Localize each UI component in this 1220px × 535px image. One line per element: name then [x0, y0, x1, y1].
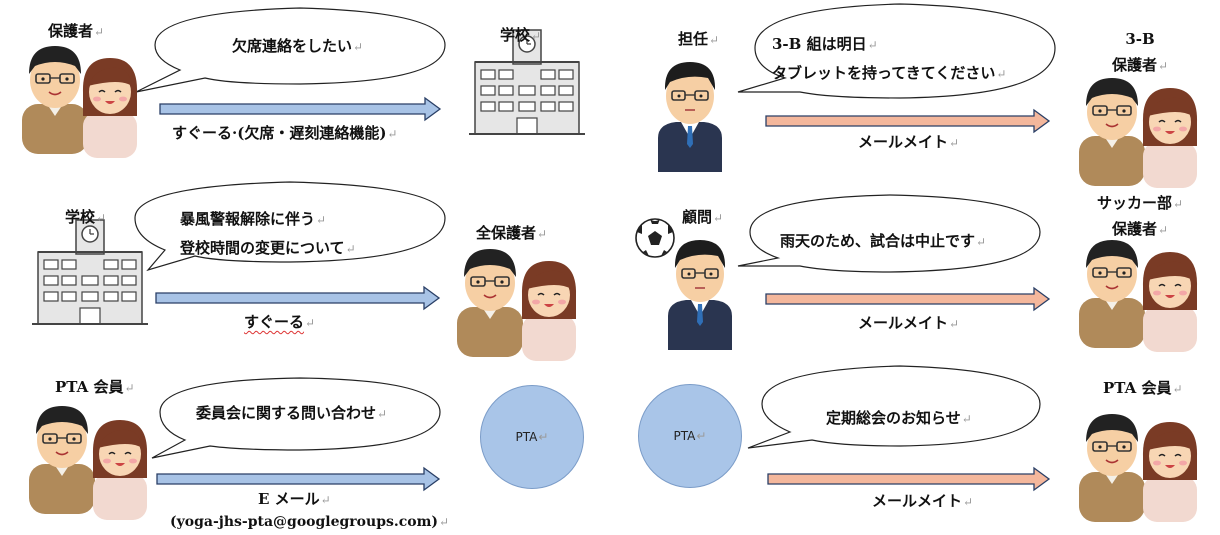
bubble-left-row3 — [151, 377, 441, 459]
receiver-label-left-row2: 全保護者↵ — [476, 224, 548, 242]
arrow-left-row2 — [155, 285, 441, 311]
bubble-right-row3 — [747, 365, 1041, 449]
teacher-illustration-right-row2 — [667, 239, 733, 351]
teacher-illustration-right-row1 — [657, 61, 723, 173]
receiver-label-left-row1: 学校↵ — [500, 26, 542, 44]
parents-illustration-left-row1 — [21, 45, 138, 159]
arrow-left-row3 — [156, 466, 441, 492]
sender-label-right-row1: 担任↵ — [678, 30, 720, 48]
school-illustration-left-row2 — [31, 219, 149, 325]
parents-illustration-right-row3 — [1078, 413, 1198, 523]
soccer-ball-icon — [635, 218, 675, 258]
sender-label-right-row2: 顧問↵ — [682, 208, 724, 226]
arrow-label-left-row2: すぐーる↵ — [244, 313, 316, 331]
arrow-label-right-row3: メールメイト↵ — [872, 492, 974, 510]
sender-label-left-row3: PTA 会員↵ — [55, 378, 135, 396]
parents-illustration-right-row2 — [1078, 239, 1198, 353]
arrow-label-right-row1: メールメイト↵ — [858, 133, 960, 151]
bubble-text-right-row3: 定期総会のお知らせ↵ — [826, 409, 972, 427]
parents-illustration-left-row2 — [456, 248, 577, 362]
bubble-text-right-row1: 3-B 組は明日↵タブレットを持ってきてください↵ — [772, 35, 1007, 82]
bubble-text-left-row3: 委員会に関する問い合わせ↵ — [196, 404, 388, 422]
bubble-text-left-row1: 欠席連絡をしたい↵ — [232, 37, 364, 55]
sender-label-left-row1: 保護者↵ — [48, 22, 105, 40]
arrow-label-right-row2: メールメイト↵ — [858, 314, 960, 332]
receiver-label-right-row2: サッカー部↵保護者↵ — [1096, 194, 1184, 239]
arrow-left-row1 — [159, 96, 442, 122]
bubble-right-row1 — [737, 3, 1056, 99]
arrow-right-row1 — [765, 108, 1051, 134]
bubble-left-row1 — [135, 7, 446, 93]
receiver-label-right-row3: PTA 会員↵ — [1103, 379, 1183, 397]
pta-circle-left: PTA↵ — [480, 385, 584, 489]
email-address: (yoga-jhs-pta@googlegroups.com)↵ — [170, 514, 450, 530]
arrow-right-row3 — [767, 466, 1051, 492]
arrow-label-left-row1: すぐーる·(欠席・遅刻連絡機能)↵ — [172, 124, 398, 142]
parents-illustration-right-row1 — [1078, 77, 1198, 189]
arrow-label-left-row3: E メール↵ — [258, 490, 331, 508]
bubble-right-row2 — [737, 194, 1041, 273]
arrow-right-row2 — [765, 286, 1051, 312]
parents-illustration-left-row3 — [28, 405, 148, 521]
bubble-text-right-row2: 雨天のため、試合は中止です↵ — [780, 232, 987, 250]
school-illustration-left-row1 — [468, 29, 586, 135]
sender-label-left-row2: 学校↵ — [65, 208, 107, 226]
bubble-text-left-row2: 暴風警報解除に伴う↵登校時間の変更について↵ — [180, 210, 356, 257]
bubble-left-row2 — [134, 181, 446, 272]
pta-circle-right: PTA↵ — [638, 384, 742, 488]
